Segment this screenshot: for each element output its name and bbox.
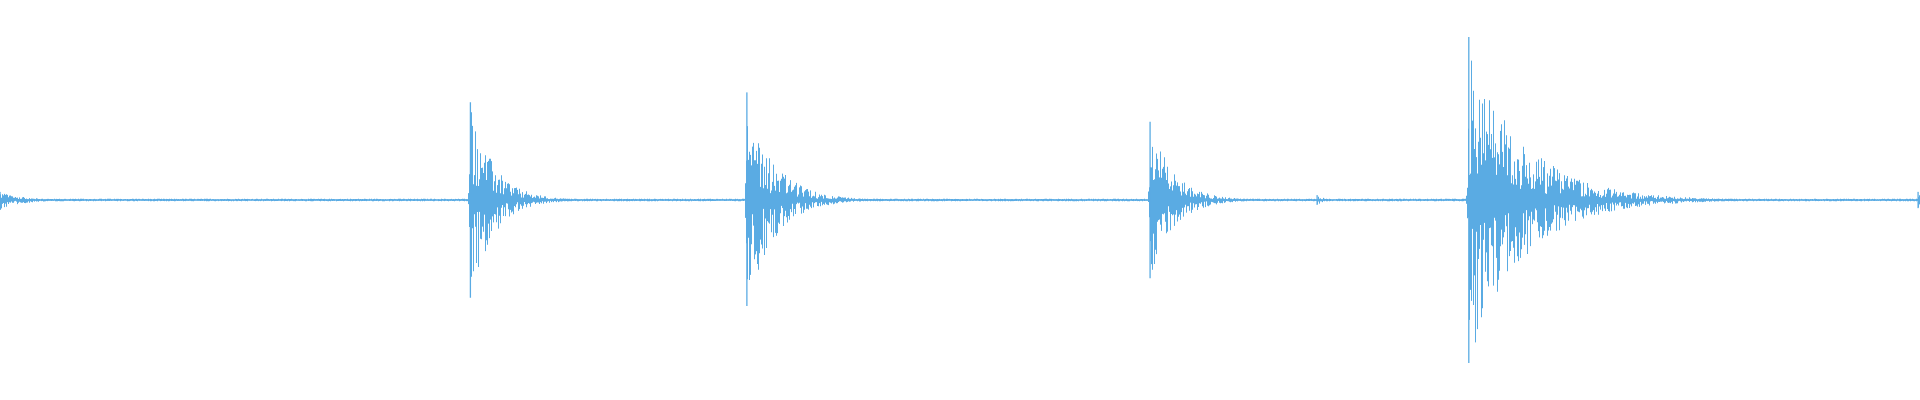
waveform-trace xyxy=(0,60,1920,343)
waveform-series xyxy=(0,37,1920,363)
